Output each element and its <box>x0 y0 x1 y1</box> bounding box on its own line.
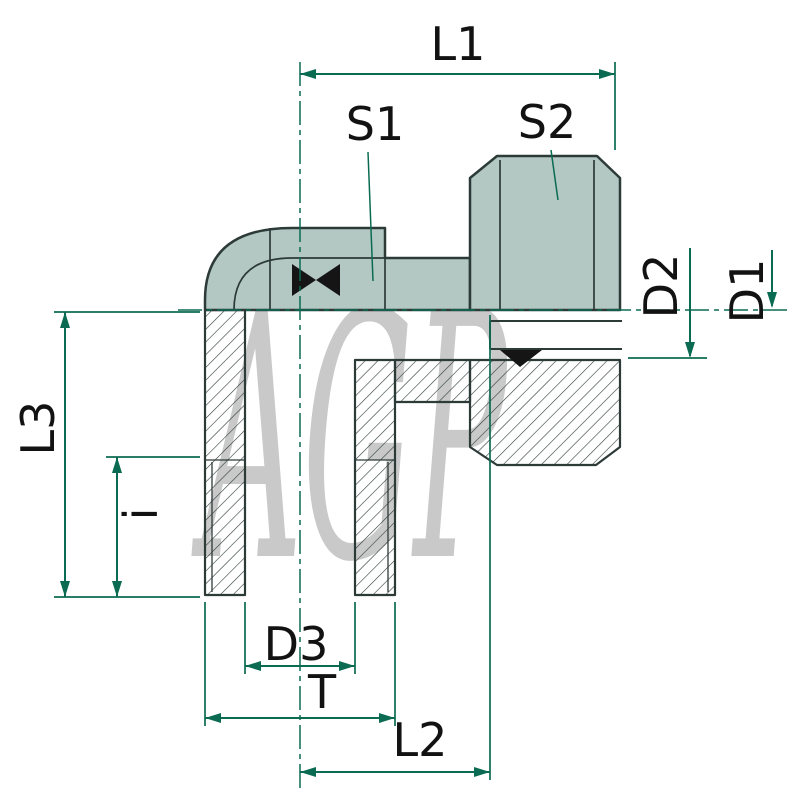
dimension-labels: L1 S1 S2 D2 D1 L3 i D3 T L2 <box>11 17 774 767</box>
swivel-nut <box>468 154 622 312</box>
brand-mark-icon <box>316 264 340 296</box>
dim-label-i: i <box>114 508 168 521</box>
fitting-section <box>203 308 622 597</box>
dim-label-d3: D3 <box>264 617 329 671</box>
fitting-body <box>203 154 622 312</box>
section-left-wall <box>203 308 247 597</box>
dim-label-d1: D1 <box>720 259 774 324</box>
s1-leader <box>367 151 374 282</box>
dimension-lines <box>54 62 777 780</box>
section-right-wall <box>353 358 397 597</box>
dim-label-l2: L2 <box>393 713 448 767</box>
dim-label-s2: S2 <box>518 95 576 149</box>
dim-label-d2: D2 <box>634 254 688 319</box>
cutting-ring-detail <box>500 350 542 367</box>
section-body-stub <box>393 358 472 404</box>
s2-leader <box>550 149 559 201</box>
dim-label-s1: S1 <box>346 97 404 151</box>
dim-label-t: T <box>307 665 337 719</box>
brand-mark-icon <box>292 264 316 296</box>
section-nut-lower <box>468 358 622 467</box>
dim-label-l1: L1 <box>431 17 486 71</box>
dim-label-l3: L3 <box>11 401 65 456</box>
